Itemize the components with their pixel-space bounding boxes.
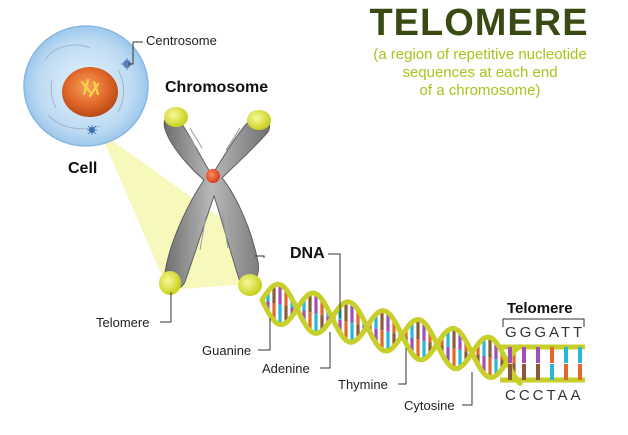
centrosome-leader — [128, 41, 143, 65]
telomere-right-bracket — [502, 318, 585, 327]
thymine-label: Thymine — [338, 377, 388, 392]
telomere-cap-top-left — [164, 107, 188, 127]
centromere — [206, 169, 220, 183]
telomere-sequence-bottom: CCCTAA — [505, 387, 584, 404]
dna-leader-right — [328, 253, 341, 318]
dna-leader-left — [255, 255, 265, 258]
guanine-leader — [258, 318, 271, 351]
dna-helix — [259, 281, 585, 386]
centrosome-label: Centrosome — [146, 33, 217, 48]
cytosine-leader — [462, 372, 473, 406]
subtitle-line: (a region of repetitive nucleotide — [373, 46, 587, 63]
page-title: TELOMERE — [369, 2, 589, 44]
thymine-leader — [398, 348, 407, 385]
cytosine-label: Cytosine — [404, 398, 455, 413]
dna-backbone-strand-b — [259, 281, 523, 386]
zoom-cone — [100, 132, 262, 290]
telomere-left-leader — [160, 292, 172, 323]
guanine-label: Guanine — [202, 343, 252, 358]
telomere-left-label: Telomere — [96, 315, 150, 330]
cell-illustration — [23, 25, 149, 147]
chromosome-label: Chromosome — [165, 79, 269, 96]
telomere-cap-bottom-right — [238, 274, 262, 296]
subtitle-line: of a chromosome) — [419, 82, 541, 99]
telomere-right-label: Telomere — [507, 300, 573, 317]
telomere-cap-bottom-left — [159, 271, 181, 295]
subtitle-line: sequences at each end — [402, 64, 558, 81]
centriole-marker — [87, 125, 97, 135]
telomere-sequence-top: GGGATT — [505, 324, 586, 341]
dna-label: DNA — [290, 245, 325, 262]
telomere-cap-top-right — [247, 110, 271, 130]
adenine-leader — [320, 332, 331, 369]
chromosome-illustration — [159, 107, 271, 296]
adenine-label: Adenine — [262, 361, 310, 376]
dna-backbone-strand-a — [259, 290, 523, 380]
page-subtitle: (a region of repetitive nucleotide seque… — [345, 46, 615, 100]
cell-label: Cell — [68, 160, 98, 177]
